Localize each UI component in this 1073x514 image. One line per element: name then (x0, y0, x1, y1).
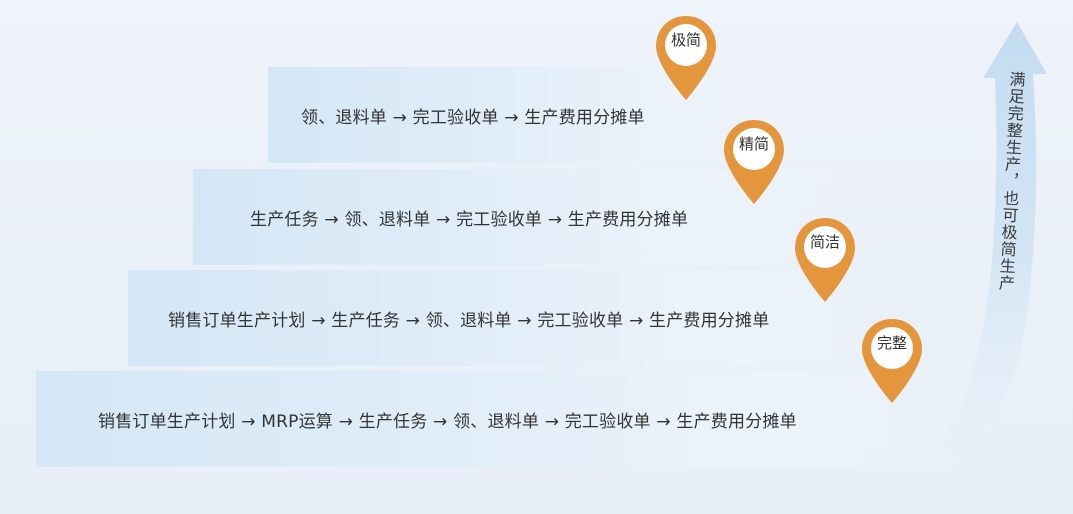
marker-label: 极简 (670, 31, 701, 49)
marker-minimal: 极简 (654, 14, 718, 102)
step-minimal: 领、退料单 → 完工验收单 → 生产费用分摊单 (268, 67, 788, 163)
map-pin-icon (724, 120, 784, 204)
map-pin-icon (795, 218, 855, 302)
marker-label: 简洁 (809, 233, 840, 251)
marker-concise: 简洁 (793, 216, 857, 304)
marker-label: 精简 (738, 135, 769, 153)
step-streamlined: 生产任务 → 领、退料单 → 完工验收单 → 生产费用分摊单 (193, 169, 833, 265)
progression-arrow-icon (905, 22, 1047, 483)
marker-complete: 完整 (860, 317, 924, 405)
marker-label: 完整 (876, 334, 907, 352)
step-complete: 销售订单生产计划 → MRP运算 → 生产任务 → 领、退料单 → 完工验收单 … (36, 371, 966, 467)
map-pin-icon (656, 16, 716, 100)
map-pin-icon (862, 319, 922, 403)
step-concise: 销售订单生产计划 → 生产任务 → 领、退料单 → 完工验收单 → 生产费用分摊… (128, 270, 898, 366)
marker-streamlined: 精简 (722, 118, 786, 206)
